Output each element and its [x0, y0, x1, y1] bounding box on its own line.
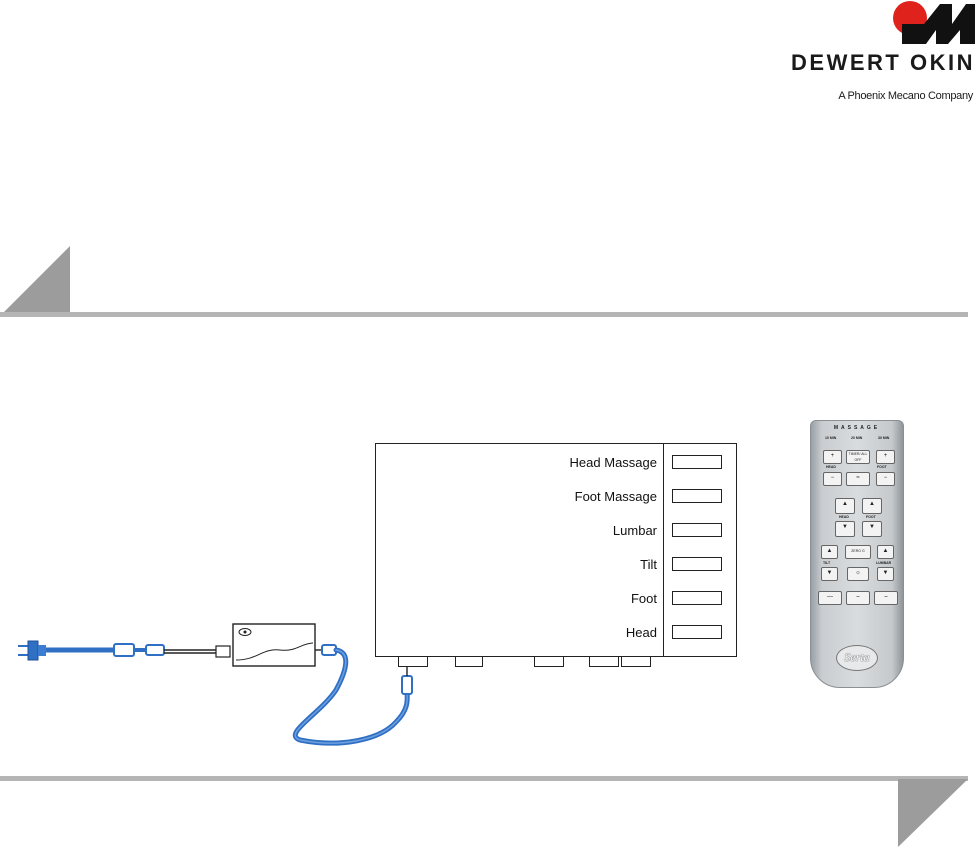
bottom-port	[534, 657, 564, 667]
port-label-head-massage: Head Massage	[570, 455, 657, 470]
port-label-tilt: Tilt	[640, 557, 657, 572]
remote-label-20min: 20 MIN	[851, 436, 862, 440]
corner-triangle-bottom	[898, 779, 968, 847]
preset-2-button[interactable]: ⌣	[874, 591, 898, 605]
remote-label-lumbar: LUMBAR	[876, 561, 891, 565]
port-slot-tilt	[672, 557, 722, 571]
bottom-port	[621, 657, 651, 667]
head-massage-plus-button[interactable]: +	[823, 450, 842, 464]
port-slot-lumbar	[672, 523, 722, 537]
bottom-divider	[0, 776, 968, 781]
serta-logo-text: Serta	[836, 650, 878, 665]
tilt-down-button[interactable]: ▼	[821, 567, 838, 581]
port-slot-head	[672, 625, 722, 639]
port-slot-foot	[672, 591, 722, 605]
corner-triangle-top	[0, 246, 70, 316]
port-slot-head-massage	[672, 455, 722, 469]
lumbar-down-button[interactable]: ▼	[877, 567, 894, 581]
logo-tagline: A Phoenix Mecano Company	[755, 90, 973, 102]
port-slot-foot-massage	[672, 489, 722, 503]
power-plug-icon	[18, 641, 46, 660]
bottom-port-power	[398, 657, 428, 667]
logo-mark	[888, 0, 975, 44]
logo-wordmark: DEWERT OKIN	[755, 50, 975, 80]
zero-g-button[interactable]: ZERO G	[845, 545, 871, 559]
control-box-divider	[663, 443, 664, 657]
head-down-button[interactable]: ▼	[835, 521, 855, 537]
remote-label-foot-2: FOOT	[866, 515, 876, 519]
flat-preset-button[interactable]: —	[818, 591, 842, 605]
remote-label-head: HEAD	[826, 465, 836, 469]
remote-label-10min: 10 MIN	[825, 436, 836, 440]
timer-all-off-button[interactable]: TIMER/ ALL OFF	[846, 450, 870, 464]
port-label-head: Head	[626, 625, 657, 640]
foot-up-button[interactable]: ▲	[862, 498, 882, 514]
port-label-foot-massage: Foot Massage	[575, 489, 657, 504]
wave-mode-button[interactable]: ≈	[846, 472, 870, 486]
bottom-port	[455, 657, 483, 667]
lumbar-up-button[interactable]: ▲	[877, 545, 894, 559]
port-label-foot: Foot	[631, 591, 657, 606]
power-supply-box	[233, 624, 315, 666]
foot-down-button[interactable]: ▼	[862, 521, 882, 537]
tilt-up-button[interactable]: ▲	[821, 545, 838, 559]
light-button[interactable]: ☼	[847, 567, 869, 581]
remote-label-head-2: HEAD	[839, 515, 849, 519]
head-up-button[interactable]: ▲	[835, 498, 855, 514]
remote-label-foot: FOOT	[877, 465, 887, 469]
port-label-lumbar: Lumbar	[613, 523, 657, 538]
remote-label-tilt: TILT	[823, 561, 830, 565]
remote-label-30min: 30 MIN	[878, 436, 889, 440]
head-massage-minus-button[interactable]: −	[823, 472, 842, 486]
remote-title: MASSAGE	[810, 425, 904, 431]
foot-massage-plus-button[interactable]: +	[876, 450, 895, 464]
top-divider	[0, 312, 968, 317]
foot-massage-minus-button[interactable]: −	[876, 472, 895, 486]
preset-1-button[interactable]: ⌣	[846, 591, 870, 605]
bottom-port	[589, 657, 619, 667]
